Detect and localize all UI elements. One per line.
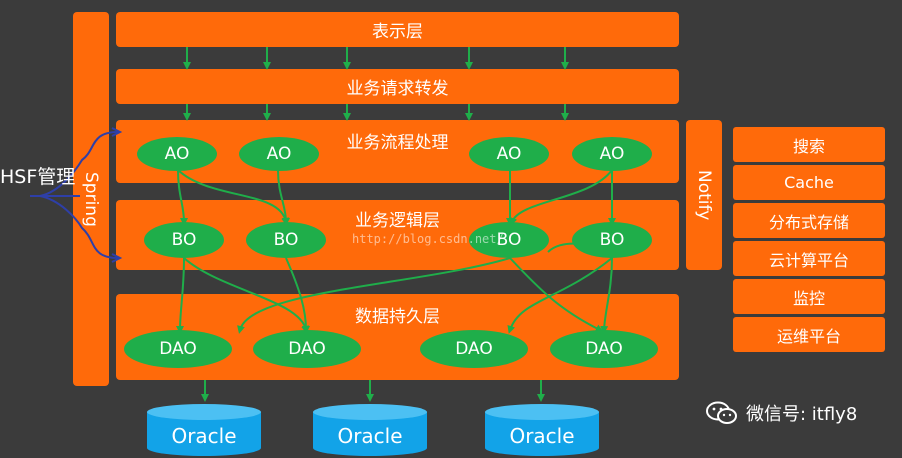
oracle-db-2: Oracle [313, 404, 427, 456]
presentation-layer: 表示层 [116, 12, 679, 47]
dao-node-2: DAO [253, 330, 361, 368]
spring-bar: Spring [73, 12, 109, 386]
ao-node-1: AO [137, 137, 217, 171]
dispatch-layer-label: 业务请求转发 [346, 79, 449, 99]
notify-bar: Notify [686, 120, 722, 270]
ao-node-3: AO [469, 137, 549, 171]
logic-layer-label: 业务逻辑层 [355, 211, 440, 231]
service-distributed-storage: 分布式存储 [733, 203, 885, 238]
dispatch-layer: 业务请求转发 [116, 69, 679, 104]
hsf-label: HSF管理 [0, 166, 76, 188]
service-search: 搜索 [733, 127, 885, 162]
dao-node-4: DAO [550, 330, 658, 368]
ao-node-4: AO [572, 137, 652, 171]
bo-node-4: BO [572, 222, 652, 258]
presentation-layer-label: 表示层 [372, 22, 423, 42]
bo-node-2: BO [246, 222, 326, 258]
bo-node-1: BO [144, 222, 224, 258]
dao-node-1: DAO [124, 330, 232, 368]
oracle-db-3-label: Oracle [509, 424, 575, 448]
service-monitoring: 监控 [733, 279, 885, 314]
oracle-db-2-label: Oracle [337, 424, 403, 448]
process-layer-label: 业务流程处理 [346, 133, 449, 153]
bo-node-3: BO [469, 222, 549, 258]
watermark-text: http://blog.csdn.net/ [352, 232, 504, 246]
service-cache: Cache [733, 165, 885, 200]
oracle-db-1-label: Oracle [171, 424, 237, 448]
ao-node-2: AO [239, 137, 319, 171]
wechat-icon [706, 401, 737, 424]
notify-label: Notify [694, 169, 714, 221]
wechat-id: 微信号: itfly8 [746, 404, 858, 425]
service-operations: 运维平台 [733, 317, 885, 352]
wechat-footer: 微信号: itfly8 [706, 400, 857, 426]
service-cloud-computing: 云计算平台 [733, 241, 885, 276]
dao-node-3: DAO [420, 330, 528, 368]
spring-label: Spring [81, 171, 101, 227]
oracle-db-3: Oracle [485, 404, 599, 456]
persistence-layer-label: 数据持久层 [355, 307, 440, 327]
oracle-db-1: Oracle [147, 404, 261, 456]
